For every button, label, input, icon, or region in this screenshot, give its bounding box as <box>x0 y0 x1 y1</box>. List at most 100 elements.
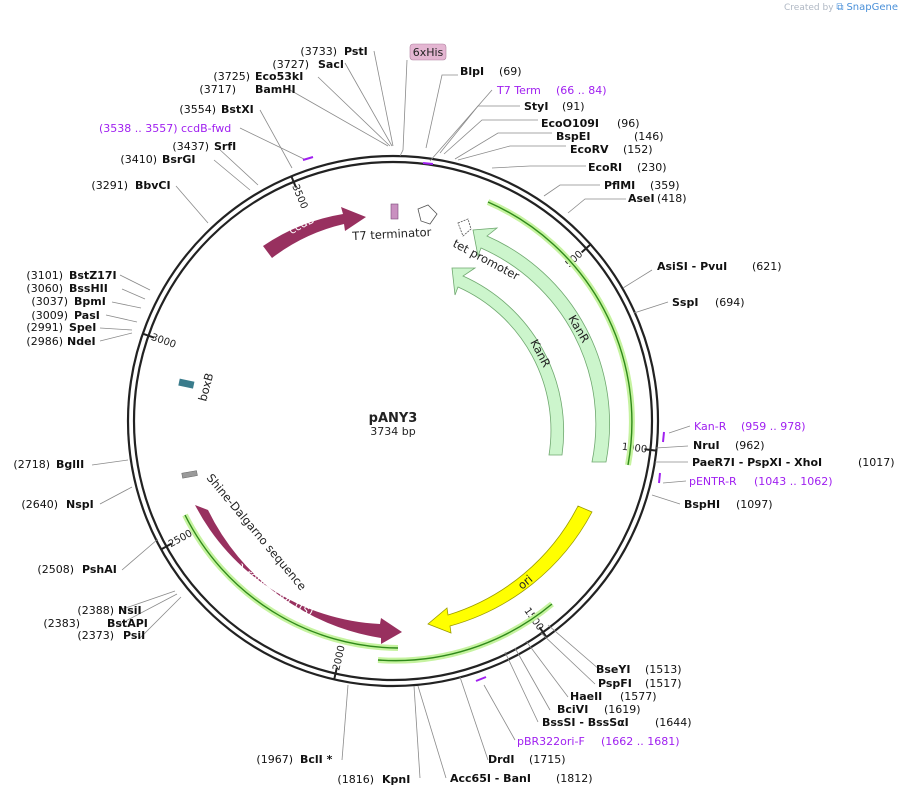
enzyme-position: (1812) <box>556 772 593 785</box>
enzyme-label: KpnI <box>382 773 410 786</box>
enzyme-label: SacI <box>318 58 344 71</box>
enzyme-position: (3554) <box>179 103 216 116</box>
enzyme-label: PshAI <box>82 563 117 576</box>
enzyme-label: PspFI <box>598 677 632 690</box>
boxB-label: boxB <box>195 371 216 402</box>
snapgene-logo-icon: ⧉ <box>836 2 844 13</box>
tick-mark-2500 <box>160 542 173 551</box>
tick-label: 1000 <box>621 442 648 456</box>
enzyme-position: (1097) <box>736 498 773 511</box>
enzyme-position: (2986) <box>26 335 63 348</box>
sd-mark <box>181 470 198 479</box>
primer-marks <box>302 156 665 682</box>
enzyme-position: (2508) <box>37 563 74 576</box>
primer-label: pBR322ori-F <box>517 735 585 748</box>
enzyme-position: (1816) <box>337 773 374 786</box>
enzyme-label: BstAPI <box>107 617 148 630</box>
enzyme-label: BstXI <box>221 103 254 116</box>
enzyme-position: (2718) <box>13 458 50 471</box>
enzyme-label: BciVI <box>557 703 588 716</box>
enzyme-label: StyI <box>524 100 548 113</box>
enzyme-label: BamHI <box>255 83 296 96</box>
enzyme-position: (2383) <box>43 617 80 630</box>
tick-mark-1500 <box>538 626 548 638</box>
enzyme-position: (146) <box>634 130 664 143</box>
enzyme-position: (2991) <box>26 321 63 334</box>
svg-text:6xHis: 6xHis <box>413 46 444 59</box>
enzyme-label: PasI <box>74 309 100 322</box>
enzyme-label: BclI * <box>300 753 333 766</box>
kanR-inner-arrow <box>451 267 565 456</box>
his-tag-arrow <box>417 204 438 225</box>
kanR-outer-arrow <box>472 227 610 463</box>
enzyme-label: BssHII <box>69 282 108 295</box>
enzyme-position: (2640) <box>21 498 58 511</box>
enzyme-label: DrdI <box>488 753 515 766</box>
enzyme-position: (3060) <box>26 282 63 295</box>
enzyme-position: (3101) <box>26 269 63 282</box>
kanR-outer-label: KanR <box>565 313 592 346</box>
enzyme-position: (3725) <box>213 70 250 83</box>
enzyme-label: NspI <box>66 498 94 511</box>
tick-mark-2000 <box>333 667 338 680</box>
enzyme-position: (1619) <box>604 703 641 716</box>
primer-position: (3538 .. 3557) <box>99 122 178 135</box>
enzyme-position: (1517) <box>645 677 682 690</box>
enzyme-label: BspEI <box>556 130 590 143</box>
enzyme-label: EcoO109I <box>541 117 599 130</box>
ori-arrow <box>427 505 593 634</box>
tick-label: 2000 <box>331 644 347 671</box>
enzyme-position: (621) <box>752 260 782 273</box>
orf-lines <box>182 199 635 664</box>
enzyme-position: (694) <box>715 296 745 309</box>
enzyme-label: HaeII <box>570 690 602 703</box>
enzyme-position: (418) <box>657 192 687 205</box>
enzyme-label: BstZ17I <box>69 269 117 282</box>
primer-label: Kan-R <box>694 420 727 433</box>
plasmid-name: pANY3 <box>369 411 418 426</box>
backbone <box>126 154 660 688</box>
enzyme-position: (1967) <box>256 753 293 766</box>
enzyme-label: NruI <box>693 439 720 452</box>
feature-labels: 6xHis T7 terminator tet promoter ccdB Ka… <box>195 43 592 619</box>
primer-position: (1662 .. 1681) <box>601 735 680 748</box>
enzyme-position: (3727) <box>272 58 309 71</box>
enzyme-label: Eco53kI <box>255 70 303 83</box>
enzyme-position: (359) <box>650 179 680 192</box>
features <box>178 203 610 644</box>
ccdB-arrow <box>263 207 366 258</box>
enzyme-label: SpeI <box>69 321 96 334</box>
tick-mark-1000 <box>644 448 657 452</box>
enzyme-position: (96) <box>617 117 640 130</box>
primer-label: T7 Term <box>496 84 541 97</box>
tick-mark-3500 <box>290 175 297 188</box>
enzyme-label: BsrGI <box>162 153 195 166</box>
primer-position: (1043 .. 1062) <box>754 475 833 488</box>
enzyme-position: (2388) <box>77 604 114 617</box>
enzyme-position: (1715) <box>529 753 566 766</box>
enzyme-position: (962) <box>735 439 765 452</box>
tick-mark-500 <box>580 243 592 254</box>
enzyme-position: (152) <box>623 143 653 156</box>
enzyme-label: BlpI <box>460 65 484 78</box>
enzyme-label: BbvCI <box>135 179 171 192</box>
t7-terminator-label: T7 terminator <box>351 225 432 243</box>
t7-terminator-mark <box>390 203 399 220</box>
enzyme-position: (3437) <box>172 140 209 153</box>
enzyme-label: BssSI - BssSαI <box>542 716 629 729</box>
enzyme-label: PflMI <box>604 179 635 192</box>
enzyme-position: (3733) <box>300 45 337 58</box>
his-tag-badge: 6xHis <box>409 43 447 61</box>
enzyme-position: (3291) <box>91 179 128 192</box>
tick-label: 3000 <box>150 332 178 351</box>
enzyme-position: (2373) <box>77 629 114 642</box>
enzyme-label: PaeR7I - PspXI - XhoI <box>692 456 822 469</box>
enzyme-label: NdeI <box>67 335 96 348</box>
tick-label: 2500 <box>167 528 195 550</box>
enzyme-position: (1513) <box>645 663 682 676</box>
enzyme-position: (3410) <box>120 153 157 166</box>
enzyme-position: (3009) <box>31 309 68 322</box>
enzyme-label: EcoRV <box>570 143 609 156</box>
primer-label: ccdB-fwd <box>181 122 231 135</box>
